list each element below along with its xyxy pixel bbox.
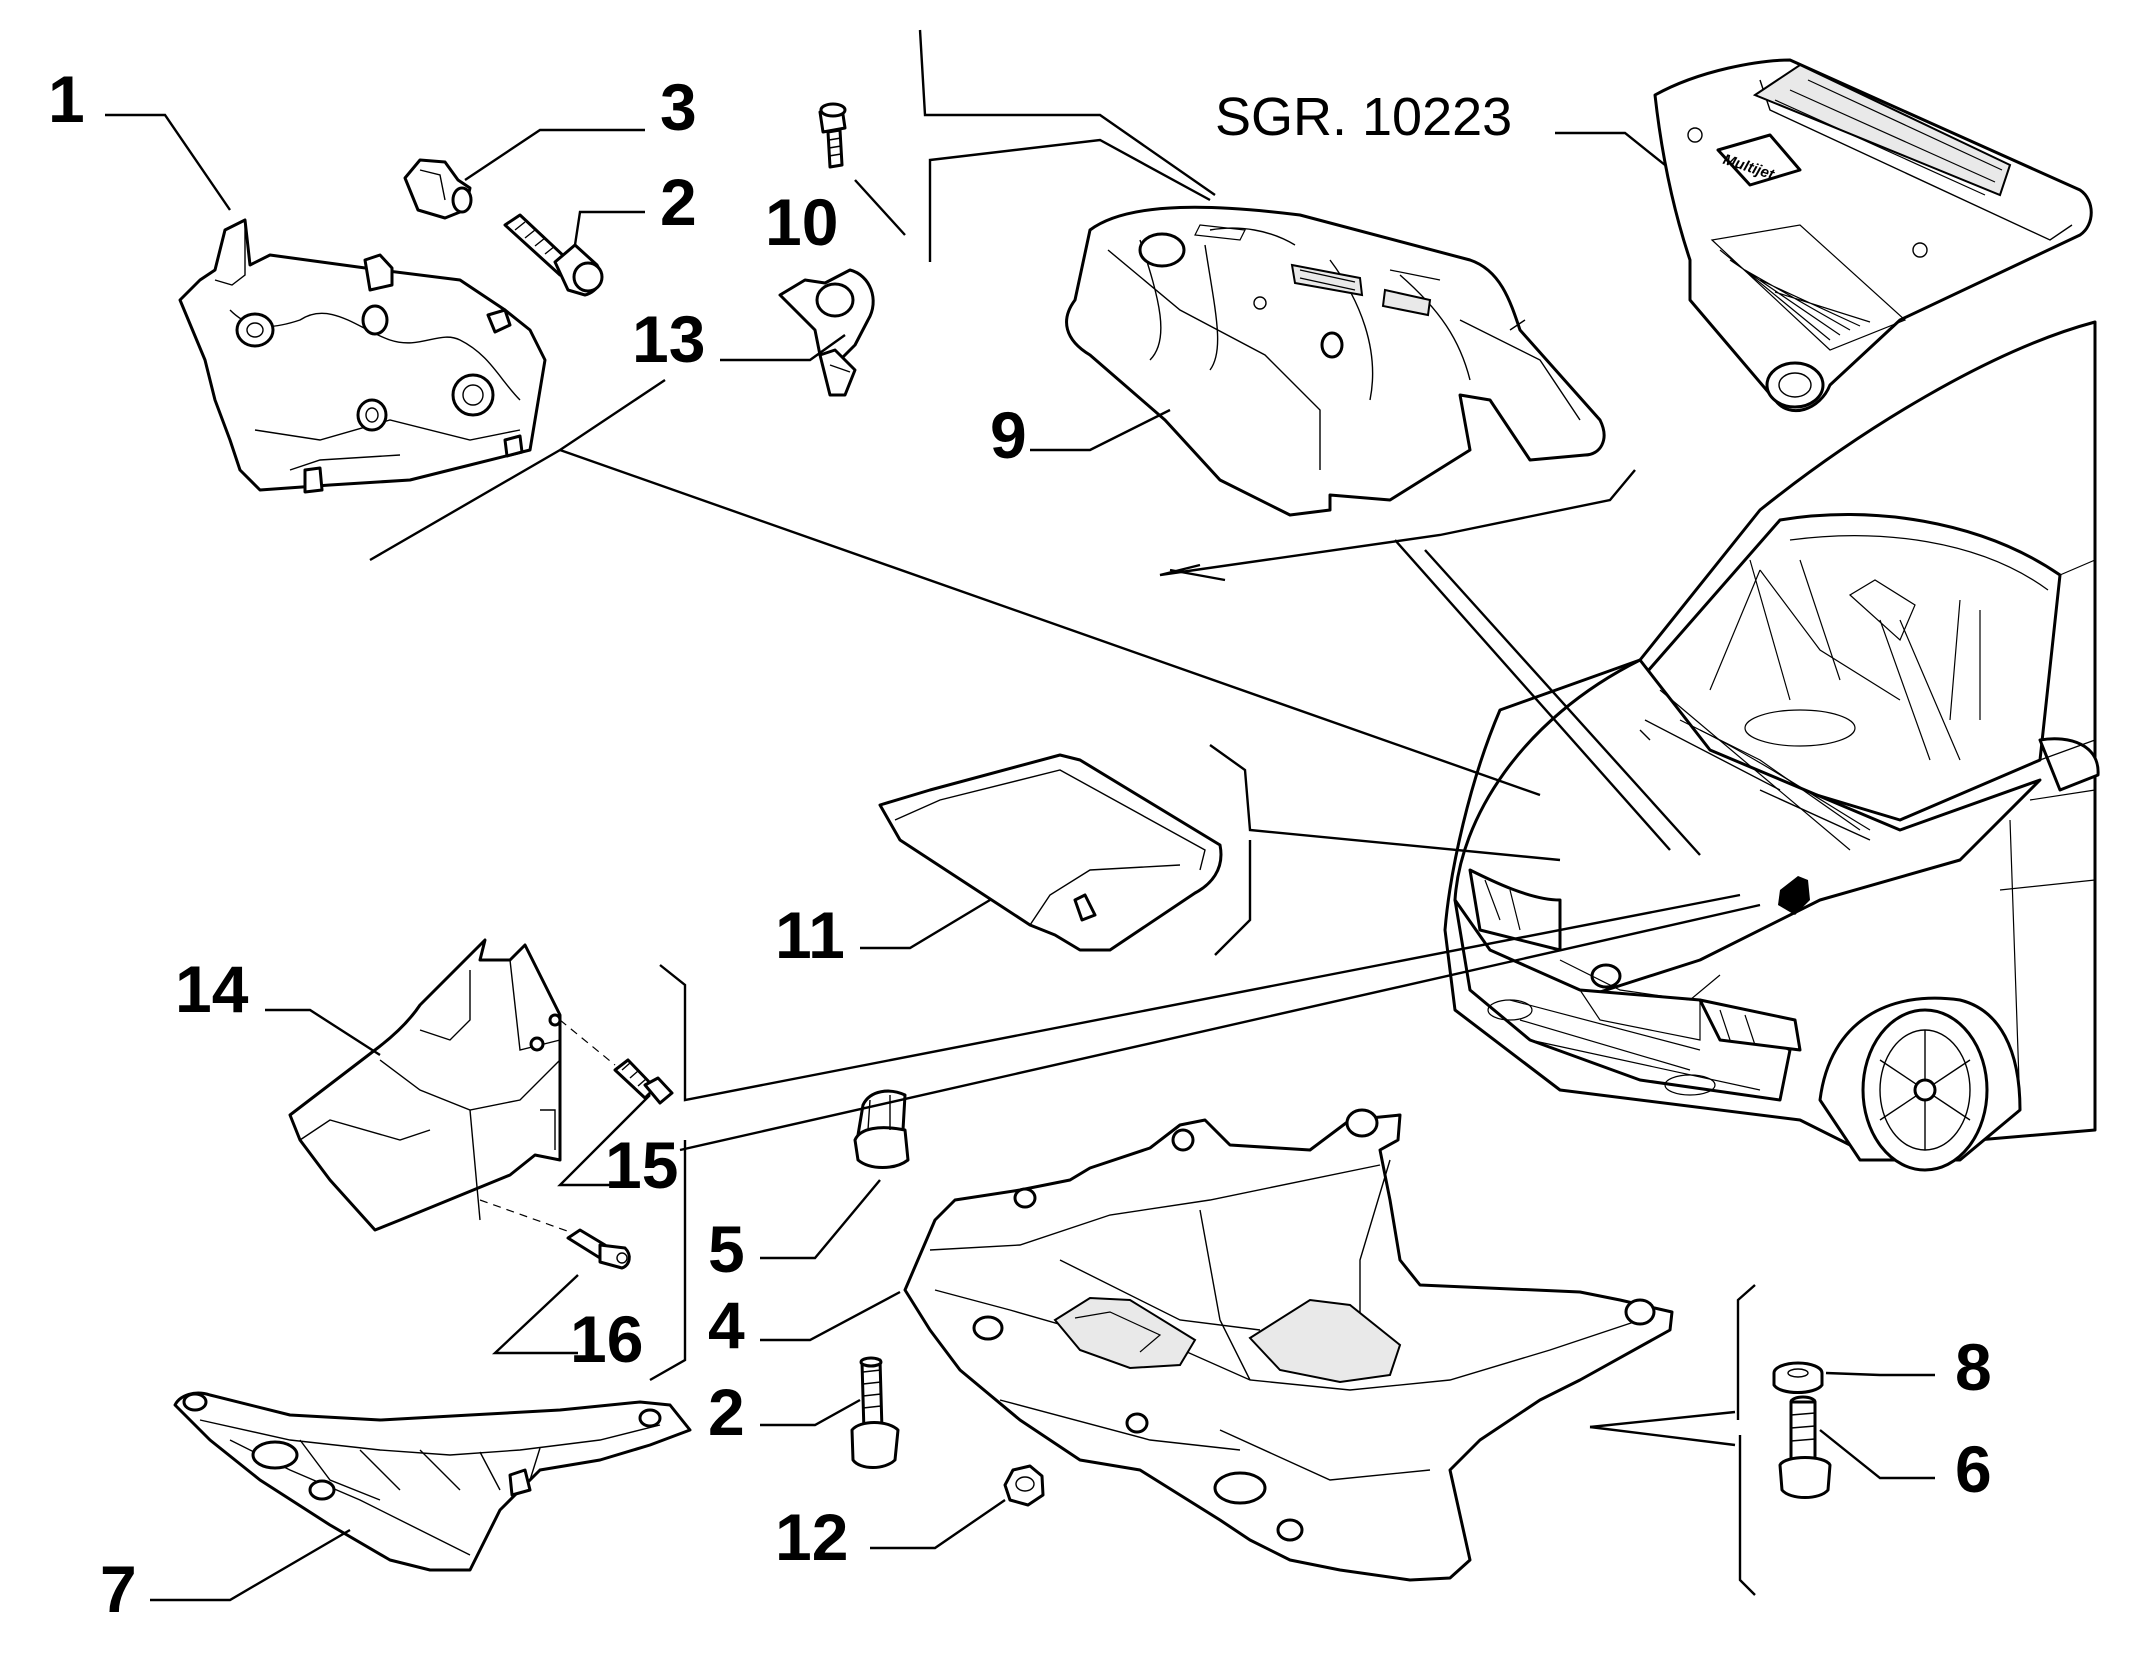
engine-cover-assembly-sgr-10223: Multijet: [1653, 58, 2093, 413]
callout-9: 9: [990, 398, 1027, 472]
callout-4: 4: [708, 1288, 745, 1362]
part-16-pin: [566, 1228, 631, 1270]
reference-group-label: SGR. 10223: [1215, 87, 1512, 147]
callout-7: 7: [100, 1552, 137, 1626]
leader-lines: [105, 29, 1935, 1602]
part-5-nut: [853, 1089, 910, 1169]
callout-3: 3: [660, 70, 697, 144]
callout-12: 12: [775, 1500, 848, 1574]
callout-16: 16: [570, 1302, 643, 1376]
callout-5: 5: [708, 1212, 745, 1286]
part-8-washer: [1772, 1361, 1824, 1394]
callout-14: 14: [175, 952, 249, 1026]
location-marker-icon: [1778, 876, 1810, 915]
callout-8: 8: [1955, 1330, 1992, 1404]
part-7-bracket: [173, 1391, 692, 1572]
callout-2-top: 2: [660, 165, 697, 239]
callout-2-bottom: 2: [708, 1375, 745, 1449]
part-15-bolt: [613, 1058, 674, 1105]
part-2-bolt-bottom: [850, 1356, 900, 1469]
part-10-screw: [818, 102, 847, 169]
callout-15: 15: [605, 1128, 678, 1202]
part-4-undertray: [903, 1108, 1674, 1582]
part-13-clip: [778, 268, 875, 397]
part-14-guard: [288, 938, 562, 1232]
part-3-clip: [403, 158, 473, 220]
part-6-bolt: [1778, 1395, 1832, 1499]
callout-1: 1: [48, 62, 85, 136]
part-9-engine-cover: [1065, 205, 1606, 517]
part-12-nut: [1003, 1464, 1045, 1507]
part-1-heat-shield: [178, 218, 547, 494]
callout-10: 10: [765, 185, 838, 259]
callout-13: 13: [632, 302, 705, 376]
part-11-cover-panel: [878, 753, 1223, 952]
part-2-bolt-top: [503, 213, 604, 297]
callout-6: 6: [1955, 1432, 1992, 1506]
callout-11: 11: [775, 898, 845, 972]
